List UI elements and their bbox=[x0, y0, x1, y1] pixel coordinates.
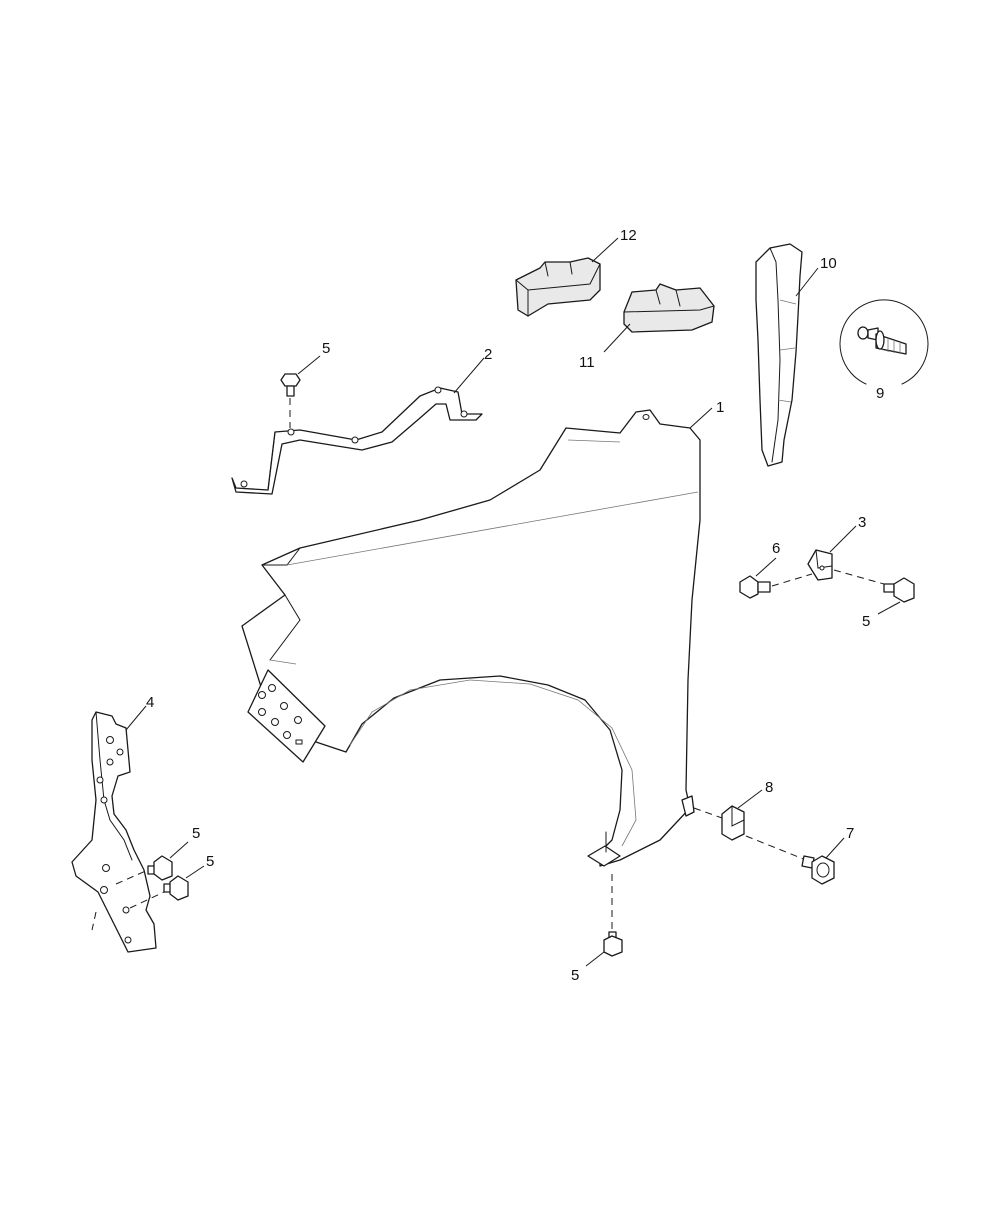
callout-fender: 1 bbox=[716, 399, 724, 416]
clip-nut-part bbox=[807, 549, 833, 581]
insulator-upper-part bbox=[515, 257, 601, 317]
callout-rear-seal: 10 bbox=[820, 255, 837, 272]
bolt-bottom-part bbox=[603, 874, 623, 957]
bolt-upper-bracket bbox=[280, 373, 301, 428]
callout-bolt-6: 6 bbox=[772, 540, 780, 557]
rear-seal-part bbox=[755, 243, 803, 467]
bolt-6-part bbox=[739, 573, 813, 599]
bolt-bracket-a-part bbox=[115, 855, 173, 885]
bolt-right-part bbox=[833, 569, 915, 603]
bolt-7-part bbox=[745, 835, 835, 885]
callout-upper-bracket: 2 bbox=[484, 346, 492, 363]
callout-clip-8: 8 bbox=[765, 779, 773, 796]
front-bracket-part bbox=[71, 711, 157, 953]
detail-clip-part bbox=[839, 299, 929, 385]
callout-bolt-bracket-b: 5 bbox=[206, 853, 214, 870]
callout-insulator-lower: 11 bbox=[579, 354, 595, 371]
clip-8-part bbox=[693, 805, 745, 841]
callout-insulator-upper: 12 bbox=[620, 227, 637, 244]
callout-bolt-right: 5 bbox=[862, 613, 870, 630]
bolt-bracket-b-part bbox=[129, 875, 189, 909]
callout-bolt-7: 7 bbox=[846, 825, 854, 842]
callout-detail-clip: 9 bbox=[876, 385, 884, 402]
callout-clip-nut: 3 bbox=[858, 514, 866, 531]
callout-bolt-bracket-a: 5 bbox=[192, 825, 200, 842]
callout-bolt-bottom: 5 bbox=[571, 967, 579, 984]
callout-front-bracket: 4 bbox=[146, 694, 154, 711]
fender-part bbox=[241, 409, 701, 867]
callout-bolt-upper: 5 bbox=[322, 340, 330, 357]
insulator-lower-part bbox=[623, 283, 715, 333]
upper-bracket-part bbox=[231, 386, 483, 495]
